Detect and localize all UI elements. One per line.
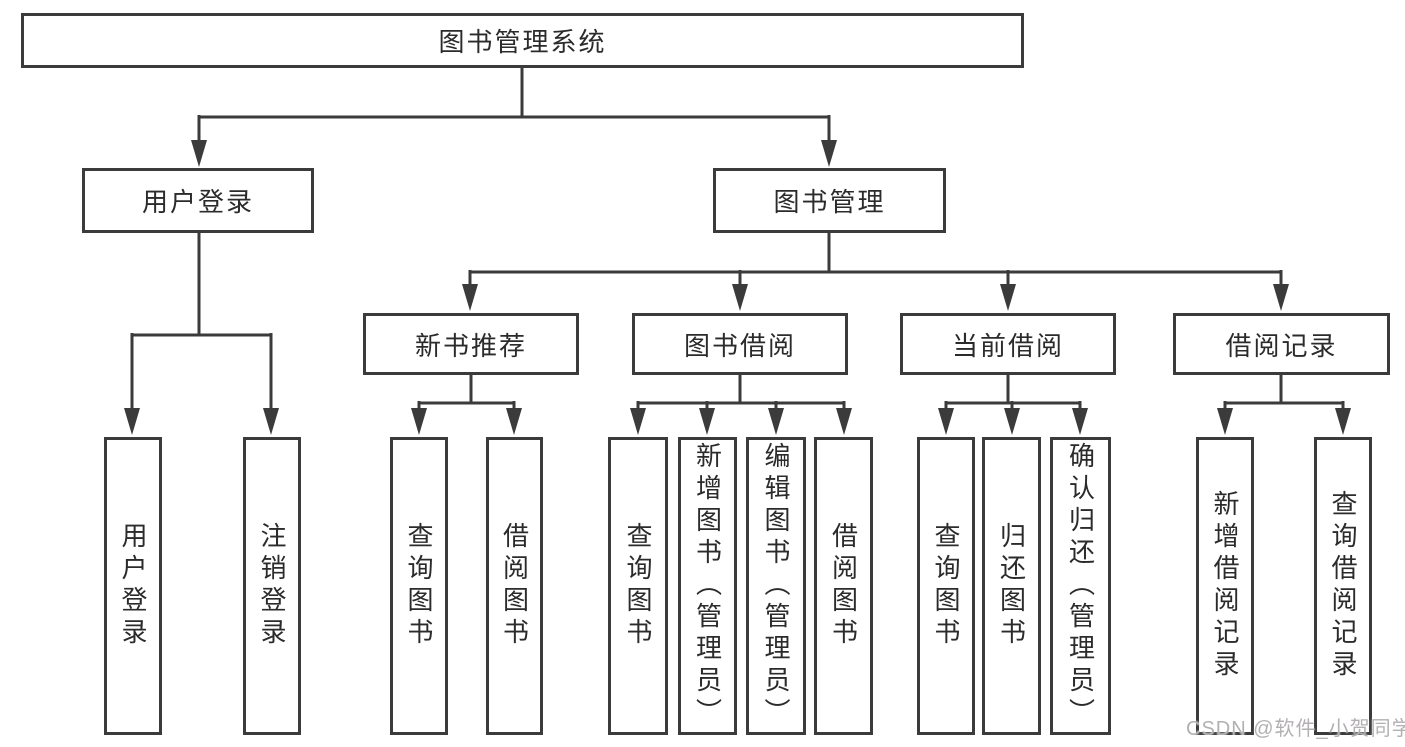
node-current-borrow: 当前借阅: [900, 313, 1116, 375]
leaf-query-borrow-record: 查询借阅记录: [1314, 437, 1372, 735]
leaf-query-books-current: 查询图书: [917, 437, 975, 735]
leaf-borrow-books: 借阅图书: [814, 437, 873, 735]
node-borrow-records: 借阅记录: [1173, 313, 1390, 375]
leaf-user-login: 用户登录: [104, 437, 162, 735]
node-book-borrow: 图书借阅: [632, 313, 848, 375]
node-root-library-system: 图书管理系统: [21, 13, 1024, 68]
leaf-query-books-borrow: 查询图书: [608, 437, 668, 735]
node-book-management: 图书管理: [713, 168, 946, 233]
leaf-query-books-recommend: 查询图书: [390, 437, 448, 735]
leaf-logout: 注销登录: [243, 437, 301, 735]
leaf-confirm-return-admin: 确认归还（管理员）: [1050, 437, 1111, 735]
leaf-return-book: 归还图书: [982, 437, 1041, 735]
csdn-watermark: CSDN @软件_小贺同学: [1186, 718, 1405, 740]
leaf-add-book-admin: 新增图书（管理员）: [678, 437, 737, 735]
leaf-add-borrow-record: 新增借阅记录: [1196, 437, 1254, 735]
leaf-edit-book-admin: 编辑图书（管理员）: [746, 437, 806, 735]
node-new-book-recommend: 新书推荐: [363, 313, 579, 375]
node-user-login: 用户登录: [82, 168, 314, 233]
leaf-borrow-books-recommend: 借阅图书: [486, 437, 543, 735]
